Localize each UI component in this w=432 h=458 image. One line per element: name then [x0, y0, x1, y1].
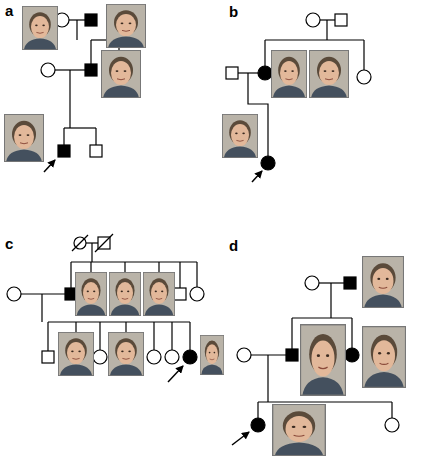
patient-photos	[4, 4, 146, 162]
proband-arrow	[168, 366, 183, 382]
panel-letter: b	[229, 4, 238, 19]
proband-arrow	[252, 171, 262, 182]
patient-photos	[58, 272, 224, 376]
proband-arrow	[232, 432, 249, 445]
proband-arrow	[44, 160, 55, 172]
panel-letter: a	[5, 3, 13, 18]
patient-photos	[272, 256, 406, 456]
pedigree-symbols	[7, 234, 204, 364]
panel-letter: d	[229, 238, 238, 253]
patient-photos	[222, 50, 349, 158]
panel-letter: c	[5, 236, 13, 251]
